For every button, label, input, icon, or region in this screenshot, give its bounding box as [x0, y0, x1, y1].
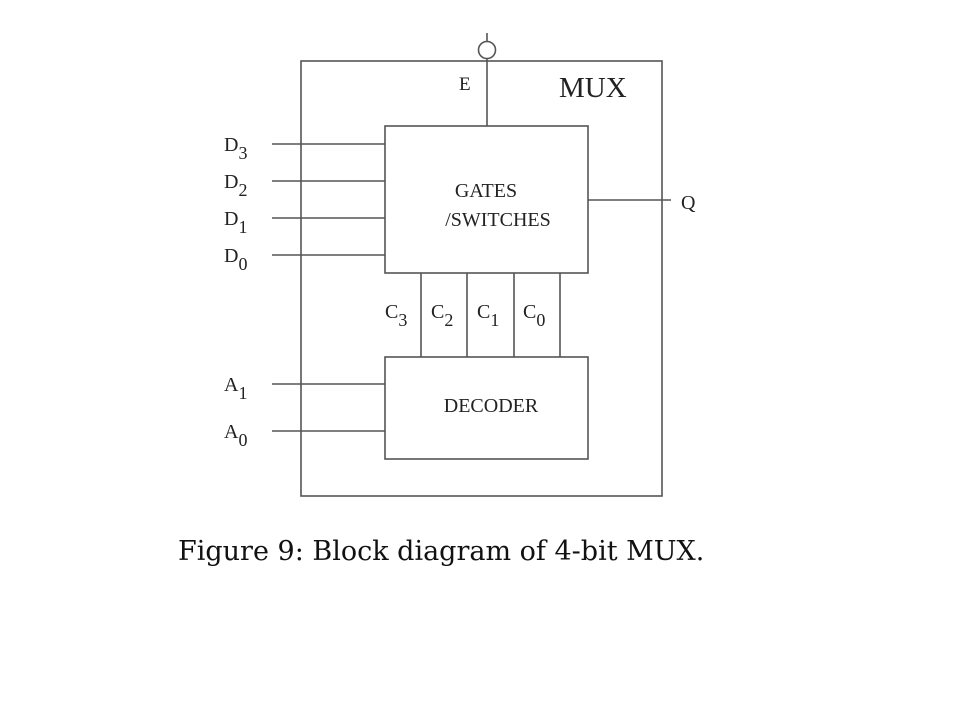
figure-caption: Figure 9: Block diagram of 4-bit MUX. — [178, 536, 705, 567]
output-label: Q — [681, 192, 696, 214]
control-label-c3: C3 — [385, 301, 407, 330]
enable-label: E — [459, 74, 471, 95]
address-input-label-a1: A1 — [224, 374, 247, 403]
address-input-label-a0: A0 — [224, 421, 247, 450]
gates-label-line2: /SWITCHES — [445, 209, 551, 231]
gates-switches-block — [384, 125, 589, 274]
data-input-label-d0: D0 — [224, 245, 247, 274]
gates-label-line1: GATES — [455, 180, 517, 202]
data-input-label-d1: D1 — [224, 208, 247, 237]
decoder-label: DECODER — [444, 395, 539, 417]
mux-title: MUX — [559, 72, 627, 104]
control-label-c0: C0 — [523, 301, 545, 330]
data-input-label-d2: D2 — [224, 171, 247, 200]
control-label-c2: C2 — [431, 301, 453, 330]
control-label-c1: C1 — [477, 301, 499, 330]
data-input-label-d3: D3 — [224, 134, 247, 163]
decoder-block — [384, 356, 589, 460]
enable-inversion-bubble — [477, 40, 497, 60]
